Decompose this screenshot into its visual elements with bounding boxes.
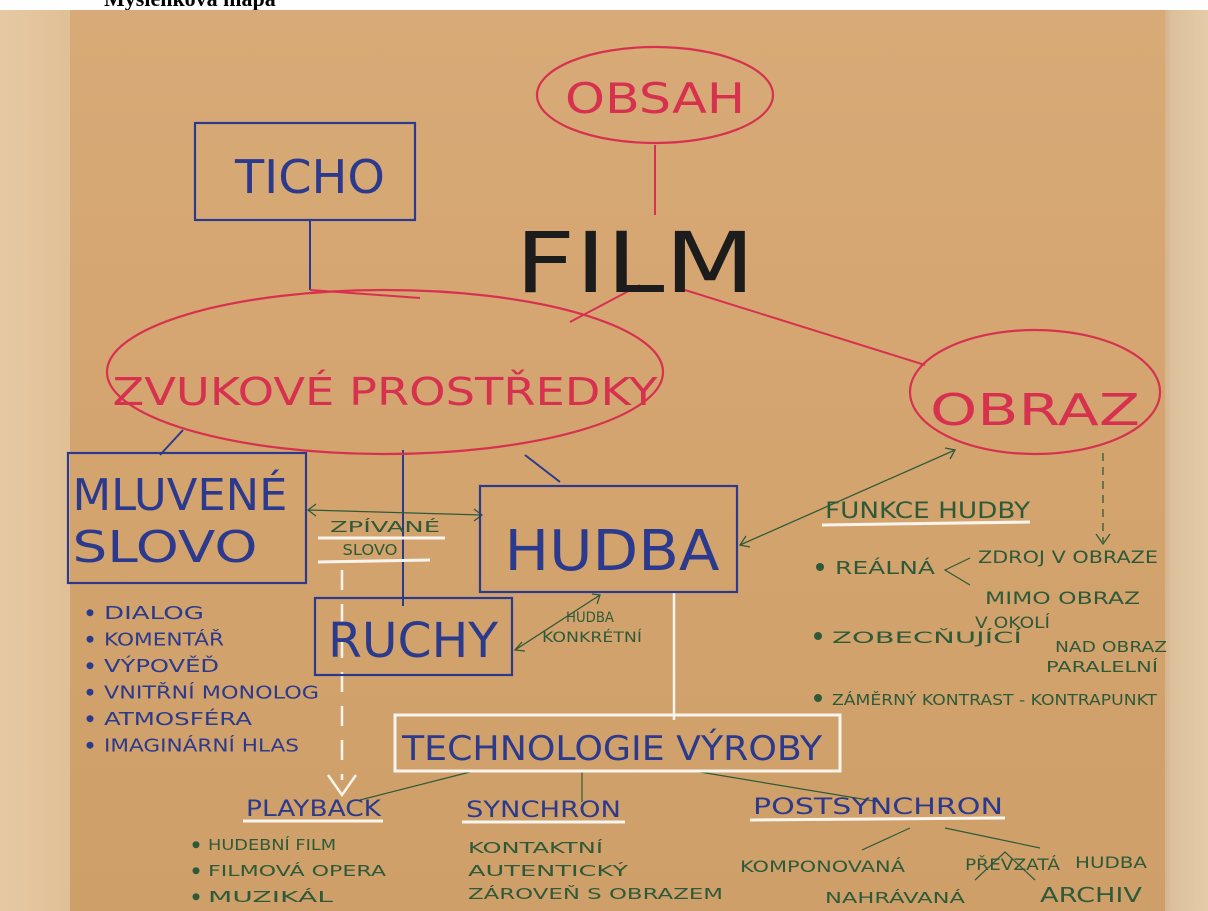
playback-list: HUDEBNÍ FILM FILMOVÁ OPERA MUZIKÁL bbox=[192, 835, 387, 906]
mluvene-box bbox=[66, 451, 308, 585]
ruchy-box bbox=[313, 596, 514, 677]
mluvene-list-item: KOMENTÁŘ bbox=[104, 629, 224, 651]
arrow-ruchy-hudba bbox=[514, 594, 601, 651]
ticho-box bbox=[193, 121, 417, 222]
obraz-label: OBRAZ bbox=[930, 385, 1140, 436]
playback-list-item: MUZIKÁL bbox=[208, 887, 334, 906]
connector-film-obraz bbox=[684, 289, 926, 366]
zvukove-label: ZVUKOVÉ PROSTŘEDKY bbox=[113, 370, 659, 414]
funkce-underline bbox=[821, 520, 1031, 527]
connector-tech-playback bbox=[359, 769, 479, 801]
funkce-bullet-realna bbox=[816, 563, 824, 571]
mluvene-list-item: VNITŘNÍ MONOLOG bbox=[104, 682, 319, 704]
obsah-ellipse bbox=[535, 45, 775, 145]
hudba-konkretni-line2: KONKRÉTNÍ bbox=[542, 629, 642, 646]
connector-zvukove-mluvene bbox=[159, 429, 184, 456]
synchron-list: KONTAKTNÍ AUTENTICKÝ ZÁROVEŇ S OBRAZEM bbox=[468, 838, 723, 903]
funkce-nad-obraz: NAD OBRAZ bbox=[1055, 638, 1167, 656]
obraz-ellipse bbox=[908, 328, 1162, 456]
hudba-konkretni-line1: HUDBA bbox=[566, 610, 614, 626]
mluvene-list-bullet bbox=[86, 715, 94, 723]
playback-list-item: FILMOVÁ OPERA bbox=[208, 861, 387, 880]
mluvene-list: DIALOG KOMENTÁŘ VÝPOVĚĎ VNITŘNÍ MONOLOG ATMO… bbox=[86, 603, 319, 757]
mluvene-list-bullet bbox=[86, 688, 94, 696]
playback-list-bullet bbox=[192, 841, 200, 849]
connector-post-prevzata bbox=[944, 827, 1041, 849]
hudba-box bbox=[478, 484, 739, 594]
post-prevzata: PŘEVZATÁ bbox=[965, 855, 1060, 874]
ruchy-label: RUCHY bbox=[328, 613, 499, 669]
funkce-zdroj: ZDROJ V OBRAZE bbox=[978, 548, 1158, 568]
synchron-title: SYNCHRON bbox=[466, 798, 621, 823]
funkce-v-okoli: V OKOLÍ bbox=[975, 613, 1050, 632]
film-label: FILM bbox=[515, 214, 755, 312]
post-hudba: HUDBA bbox=[1075, 853, 1147, 872]
mluvene-list-item: DIALOG bbox=[104, 603, 204, 624]
ticho-label: TICHO bbox=[234, 150, 385, 204]
post-nahravana: NAHRÁVANÁ bbox=[825, 888, 966, 907]
mluvene-list-item: VÝPOVĚĎ bbox=[104, 655, 219, 677]
playback-list-bullet bbox=[192, 893, 200, 901]
post-komponovana: KOMPONOVANÁ bbox=[740, 857, 905, 876]
connector-realna-branches bbox=[943, 557, 971, 586]
funkce-zobecnujici: ZOBECŇUJÍCÍ bbox=[832, 628, 1022, 647]
funkce-zamerny: ZÁMĚRNÝ KONTRAST - KONTRAPUNKT bbox=[832, 690, 1158, 709]
postsynchron-underline bbox=[749, 816, 1006, 822]
synchron-list-item: AUTENTICKÝ bbox=[468, 861, 629, 880]
technologie-label: TECHNOLOGIE VÝROBY bbox=[401, 728, 822, 769]
connector-post-komponovana bbox=[861, 827, 911, 851]
mluvene-list-bullet bbox=[86, 662, 94, 670]
slovo-underline bbox=[317, 558, 431, 564]
funkce-bullet-zamerny bbox=[814, 694, 822, 702]
obsah-label: OBSAH bbox=[565, 74, 745, 123]
zpivane-label-line1: ZPÍVANÉ bbox=[330, 517, 440, 536]
connector-zvukove-hudba bbox=[524, 454, 561, 483]
synchron-list-item: KONTAKTNÍ bbox=[468, 838, 603, 857]
mluvene-list-item: ATMOSFÉRA bbox=[104, 708, 253, 730]
mluvene-list-bullet bbox=[86, 741, 94, 749]
mluvene-label-line2: SLOVO bbox=[73, 522, 258, 573]
post-archiv: ARCHIV bbox=[1040, 883, 1142, 907]
postsynchron-title: POSTSYNCHRON bbox=[753, 795, 1003, 820]
playback-list-bullet bbox=[192, 867, 200, 875]
arrow-hudba-obraz bbox=[739, 449, 956, 546]
mluvene-list-bullet bbox=[86, 635, 94, 643]
funkce-bullet-zobecnujici bbox=[814, 632, 822, 640]
zvukove-ellipse bbox=[105, 288, 665, 456]
connector-prevzata-branches bbox=[974, 851, 1036, 881]
synchron-list-item: ZÁROVEŇ S OBRAZEM bbox=[468, 884, 723, 903]
funkce-title: FUNKCE HUDBY bbox=[825, 499, 1031, 524]
wooden-board: OBSAH TICHO FILM ZVUKOVÉ PROSTŘEDKY OBRA… bbox=[0, 10, 1208, 911]
mluvene-label-line1: MLUVENÉ bbox=[73, 468, 288, 521]
funkce-mimo: MIMO OBRAZ bbox=[985, 589, 1140, 609]
mind-map: OBSAH TICHO FILM ZVUKOVÉ PROSTŘEDKY OBRA… bbox=[66, 45, 1167, 907]
connector-tech-postsynchron bbox=[699, 771, 881, 803]
zpivane-label-line2: SLOVO bbox=[343, 541, 398, 559]
hudba-label: HUDBA bbox=[505, 519, 720, 584]
connector-film-zvukove bbox=[569, 284, 641, 323]
funkce-paralelni: PARALELNÍ bbox=[1046, 657, 1158, 676]
map-caption: Myšlenková mapa bbox=[104, 0, 276, 12]
mluvene-list-bullet bbox=[86, 609, 94, 617]
paper-sheet bbox=[70, 10, 1165, 911]
mluvene-list-item: IMAGINÁRNÍ HLAS bbox=[104, 735, 299, 757]
arrow-mluvene-hudba bbox=[307, 509, 483, 516]
playback-list-item: HUDEBNÍ FILM bbox=[208, 835, 336, 854]
funkce-realna: REÁLNÁ bbox=[835, 557, 936, 579]
technologie-box bbox=[393, 713, 842, 773]
playback-title: PLAYBACK bbox=[246, 797, 382, 822]
